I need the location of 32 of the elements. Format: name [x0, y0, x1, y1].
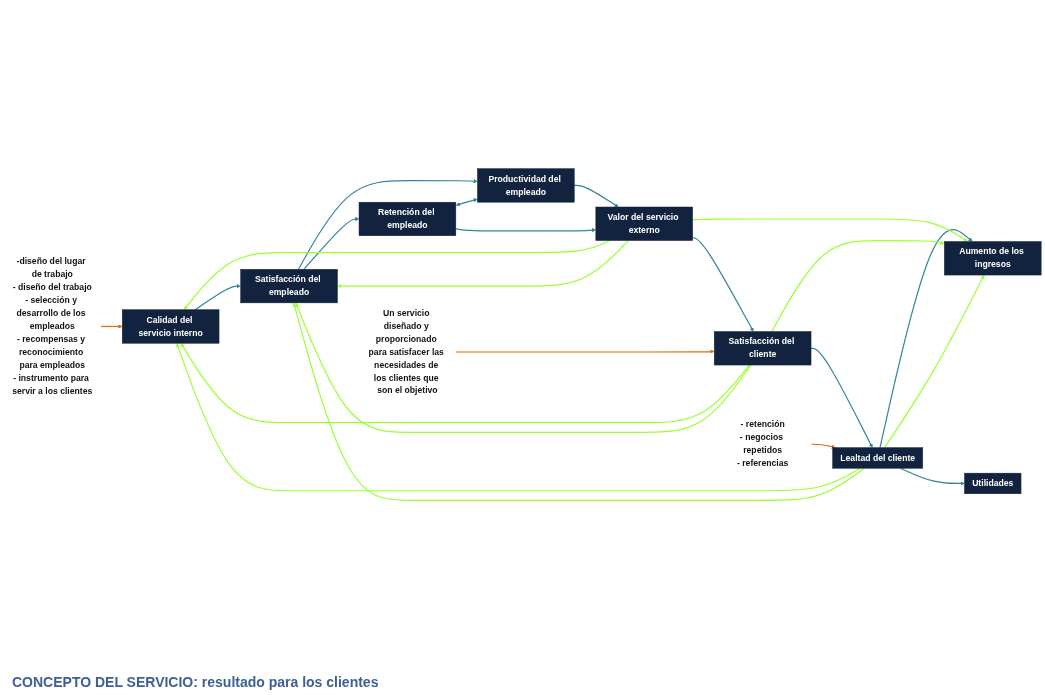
arrow: [884, 274, 985, 449]
node-box: Utilidades: [964, 472, 1022, 494]
node-text: - retención - negocios repetidos - referencias: [736, 419, 789, 469]
node-box: Aumento de los ingresos: [944, 241, 1042, 276]
arrow: [692, 236, 754, 332]
node-box: Retención del empleado: [358, 201, 457, 236]
arrow: [176, 343, 861, 492]
arrow: [455, 349, 715, 354]
concept-note: CONCEPTO DEL SERVICIO: resultado para los clientes: [12, 674, 379, 690]
node-text: Un servicio diseñado y proporcionado para satisfacer las necesidades de los clientes que son el objetivo: [368, 308, 444, 396]
node-box: Calidad del servicio interno: [122, 309, 220, 344]
node-box: Valor del servicio externo: [595, 206, 693, 241]
arrow: [303, 216, 360, 270]
arrow: [573, 184, 619, 208]
arrow: [810, 443, 836, 449]
arrow: [455, 228, 596, 233]
arrow: [771, 239, 945, 333]
arrow: [692, 218, 968, 242]
arrow: [100, 324, 123, 329]
arrow: [194, 284, 241, 311]
node-box: Lealtad del cliente: [832, 447, 923, 469]
arrow: [879, 229, 973, 449]
node-box: Productividad del empleado: [477, 168, 575, 203]
arrow: [180, 343, 750, 424]
arrow: [183, 239, 611, 310]
arrow: [810, 347, 873, 448]
node-box: Satisfacción del cliente: [714, 331, 812, 366]
arrow: [455, 198, 478, 207]
node-box: Satisfacción del empleado: [240, 269, 338, 304]
arrow: [337, 239, 629, 289]
node-text: -diseño del lugar de trabajo - diseño del trabajo - selección y desarrollo de los empleados - recompensas y reconocimiento para empleados - instrumento para servir a los clientes: [12, 256, 93, 396]
arrow: [297, 179, 478, 270]
